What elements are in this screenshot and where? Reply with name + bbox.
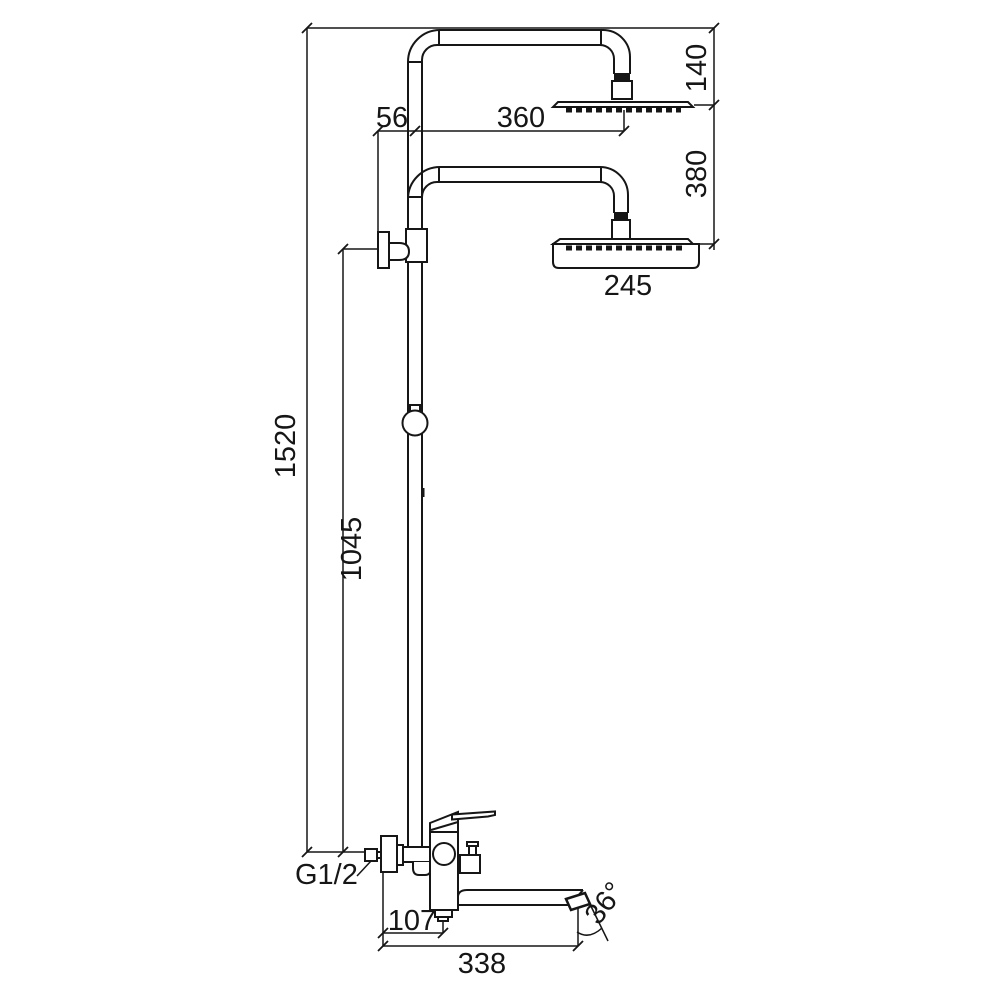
stem1-gasket-band (614, 74, 630, 81)
hose-outlet-port (459, 854, 481, 874)
cap-detail-line (430, 821, 459, 831)
dim-label-245: 245 (604, 270, 652, 302)
dimension-labels: 56 360 140 380 245 1520 1045 G1/2 107 36… (270, 44, 713, 980)
g12-leader-line (356, 860, 372, 877)
mixer-lever-handle (451, 810, 496, 821)
dim-label-140: 140 (681, 44, 713, 92)
top-shower-head (550, 101, 696, 113)
stem1-lower-segment (611, 80, 633, 100)
dim-label-g12: G1/2 (295, 859, 358, 891)
wall-bracket (377, 228, 428, 269)
dim-label-1520: 1520 (270, 414, 302, 479)
bracket-wall-plate (377, 231, 390, 269)
mixer-assembly (364, 810, 592, 922)
slider-ball-joint (401, 404, 429, 437)
stem2-gasket-band (614, 213, 628, 220)
dim-label-56: 56 (376, 102, 408, 134)
lower-head-plate (549, 238, 696, 245)
dim-label-1045: 1045 (336, 517, 368, 582)
ball-joint-knob (401, 409, 429, 437)
lower-head-stem (611, 213, 631, 240)
stem2-lower-segment (611, 219, 631, 240)
top-head-stem (611, 74, 633, 100)
spout-nozzle (564, 891, 592, 912)
dimension-lines (306, 27, 715, 947)
inlet-thread-nut (364, 848, 378, 862)
bracket-knob (388, 242, 411, 261)
dim-label-380: 380 (681, 150, 713, 198)
bracket-slider-block (405, 228, 428, 263)
body-foot (434, 909, 453, 918)
top-head-plate (550, 101, 696, 108)
body-foot-step (437, 916, 449, 922)
lower-shower-head (549, 238, 700, 269)
dimension-ticks (301, 22, 720, 952)
port-stem (468, 845, 477, 856)
dim-label-338: 338 (458, 948, 506, 980)
diverter-knob (432, 842, 456, 866)
wall-flange (380, 835, 398, 873)
dim-label-36deg: 36° (579, 876, 631, 930)
dim-label-107: 107 (388, 905, 436, 937)
dim-label-360: 360 (497, 102, 545, 134)
lower-shower-arm (407, 166, 629, 214)
angle-arc (576, 927, 603, 936)
spout-top-line (457, 889, 583, 897)
top-shower-arm (407, 29, 631, 75)
tee-bottom-cap (412, 862, 432, 876)
